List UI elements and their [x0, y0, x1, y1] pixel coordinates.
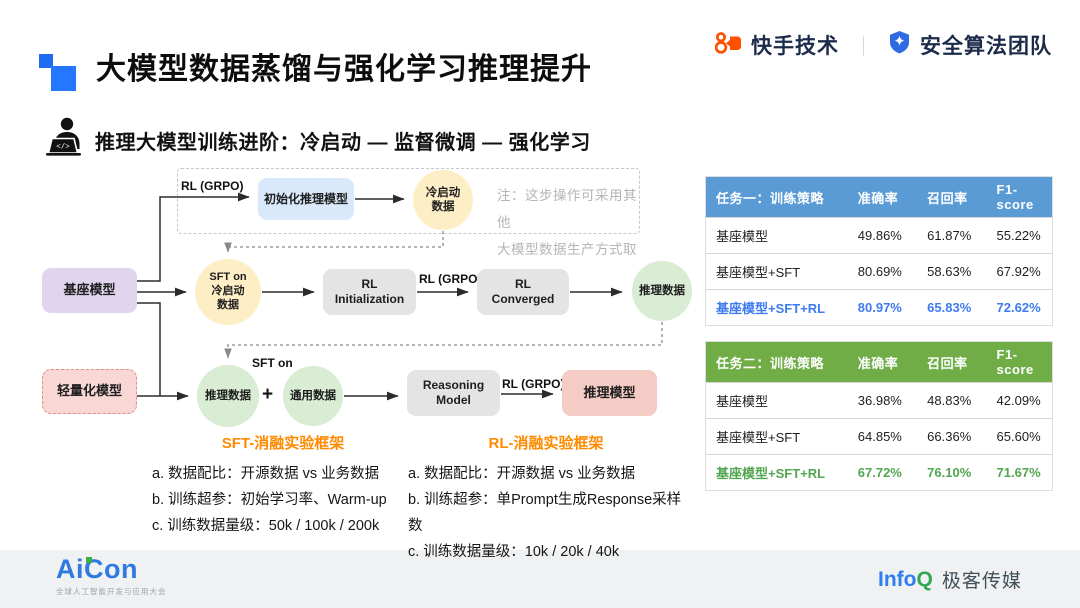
table-cell: 42.09%: [986, 382, 1053, 419]
header: 大模型数据蒸馏与强化学习推理提升: [38, 40, 592, 92]
node-lightweight-model: 轻量化模型: [42, 369, 137, 414]
edge-label-sft-on: SFT on: [252, 356, 293, 370]
footer-bar: AiCon 全球人工智能开发与应用大会 Info Q 极客传媒: [0, 550, 1080, 608]
kuaishou-logo-icon: [714, 31, 742, 60]
table-cell: 65.60%: [986, 418, 1053, 455]
subtitle-row: </> 推理大模型训练进阶：冷启动 — 监督微调 — 强化学习: [44, 116, 591, 165]
table-cell: 基座模型+SFT+RL: [705, 289, 848, 326]
page-title: 大模型数据蒸馏与强化学习推理提升: [96, 53, 592, 86]
ablation-item: c. 训练数据量级：50k / 100k / 200k: [152, 518, 380, 534]
column-header: 召回率: [917, 176, 987, 218]
brand-org2: 安全算法团队: [920, 35, 1052, 58]
table-cell: 基座模型: [705, 382, 848, 419]
table-cell: 67.92%: [986, 253, 1053, 290]
table-row: 基座模型 49.86% 61.87% 55.22%: [705, 217, 1053, 254]
table-cell: 基座模型: [705, 217, 848, 254]
table-cell: 49.86%: [847, 217, 918, 254]
aicon-logo: AiCon 全球人工智能开发与应用大会: [56, 554, 167, 597]
table-cell: 55.22%: [986, 217, 1053, 254]
svg-text:</>: </>: [56, 144, 70, 152]
table-cell: 36.98%: [847, 382, 918, 419]
column-header: 召回率: [917, 341, 987, 383]
node-rl-initialization: RL Initialization: [323, 269, 416, 315]
column-header: 准确率: [847, 176, 918, 218]
node-sft-cold-start: SFT on 冷启动 数据: [195, 259, 261, 325]
table-cell: 64.85%: [847, 418, 918, 455]
task1-results-table: 任务一：训练策略 准确率 召回率 F1-score 基座模型 49.86% 61…: [705, 176, 1053, 326]
plus-sign: +: [262, 384, 274, 405]
table-cell: 65.83%: [917, 289, 987, 326]
brand-bar: 快手技术 ｜ 安全算法团队: [714, 30, 1052, 60]
aicon-green-dot: [86, 557, 92, 563]
node-final-reasoning-model: 推理模型: [562, 370, 657, 416]
shield-icon: [888, 30, 911, 60]
rl-ablation-list: RL-消融实验框架 a. 数据配比：开源数据 vs 业务数据 b. 训练超参：单…: [408, 432, 684, 565]
slide-logo-icon: [38, 40, 82, 92]
table-row: 基座模型+SFT 80.69% 58.63% 67.92%: [705, 253, 1053, 290]
column-header: F1-score: [986, 176, 1053, 218]
table-cell: 58.63%: [917, 253, 987, 290]
table-cell: 基座模型+SFT: [705, 418, 848, 455]
table-cell: 基座模型+SFT: [705, 253, 848, 290]
cold-start-group-frame: [177, 168, 640, 234]
infoq-info-text: Info: [878, 567, 917, 591]
infoq-logo: Info Q 极客传媒: [878, 566, 1022, 593]
ablation-item: a. 数据配比：开源数据 vs 业务数据: [408, 466, 636, 482]
edge-label-rl-grpo-mid: RL (GRPO): [419, 272, 482, 286]
table-cell: 61.87%: [917, 217, 987, 254]
table-row-highlight: 基座模型+SFT+RL 80.97% 65.83% 72.62%: [705, 289, 1053, 326]
task2-results-table: 任务二：训练策略 准确率 召回率 F1-score 基座模型 36.98% 48…: [705, 341, 1053, 491]
table-cell: 80.69%: [847, 253, 918, 290]
table-cell: 基座模型+SFT+RL: [705, 454, 848, 491]
column-header: 准确率: [847, 341, 918, 383]
ablation-title: RL-消融实验框架: [488, 435, 604, 452]
ablation-title: SFT-消融实验框架: [221, 435, 345, 452]
table-cell: 80.97%: [847, 289, 918, 326]
ablation-item: a. 数据配比：开源数据 vs 业务数据: [152, 466, 380, 482]
column-header: 任务一：训练策略: [705, 176, 848, 218]
table-row-highlight: 基座模型+SFT+RL 67.72% 76.10% 71.67%: [705, 454, 1053, 491]
column-header: F1-score: [986, 341, 1053, 383]
aicon-text: AiCon: [56, 554, 138, 584]
ablation-item: c. 训练数据量级：10k / 20k / 40k: [408, 544, 620, 560]
infoq-q-text: Q: [916, 567, 933, 591]
node-cold-start-data: 冷启动 数据: [413, 170, 473, 230]
edge-label-rl-grpo-top: RL (GRPO): [181, 179, 244, 193]
table-cell: 71.67%: [986, 454, 1053, 491]
aicon-tagline: 全球人工智能开发与应用大会: [56, 587, 167, 596]
table-cell: 76.10%: [917, 454, 987, 491]
ablation-item: b. 训练超参：单Prompt生成Response采样数: [408, 492, 682, 534]
ablation-item: b. 训练超参：初始学习率、Warm-up: [152, 492, 387, 508]
table-cell: 48.83%: [917, 382, 987, 419]
node-general-data: 通用数据: [283, 366, 343, 426]
aicon-wordmark: AiCon: [56, 554, 167, 585]
sft-ablation-list: SFT-消融实验框架 a. 数据配比：开源数据 vs 业务数据 b. 训练超参：…: [152, 432, 414, 539]
node-base-model: 基座模型: [42, 268, 137, 313]
infoq-media-text: 极客传媒: [941, 571, 1022, 592]
brand-divider: ｜: [853, 36, 873, 58]
table-row: 基座模型 36.98% 48.83% 42.09%: [705, 382, 1053, 419]
node-rl-converged: RL Converged: [477, 269, 569, 315]
coder-avatar-icon: </>: [44, 116, 85, 165]
table-cell: 67.72%: [847, 454, 918, 491]
node-init-reasoning-model: 初始化推理模型: [258, 178, 354, 220]
node-reasoning-data-mid: 推理数据: [632, 261, 692, 321]
table-header-row: 任务一：训练策略 准确率 召回率 F1-score: [705, 176, 1053, 218]
node-reasoning-data: 推理数据: [197, 365, 259, 427]
brand-org1: 快手技术: [750, 35, 839, 58]
node-reasoning-model: Reasoning Model: [407, 370, 500, 416]
column-header: 任务二：训练策略: [705, 341, 848, 383]
table-row: 基座模型+SFT 64.85% 66.36% 65.60%: [705, 418, 1053, 455]
section-subtitle: 推理大模型训练进阶：冷启动 — 监督微调 — 强化学习: [95, 132, 591, 154]
table-header-row: 任务二：训练策略 准确率 召回率 F1-score: [705, 341, 1053, 383]
table-cell: 66.36%: [917, 418, 987, 455]
table-cell: 72.62%: [986, 289, 1053, 326]
edge-label-rl-grpo-bottom: RL (GRPO): [502, 377, 565, 391]
